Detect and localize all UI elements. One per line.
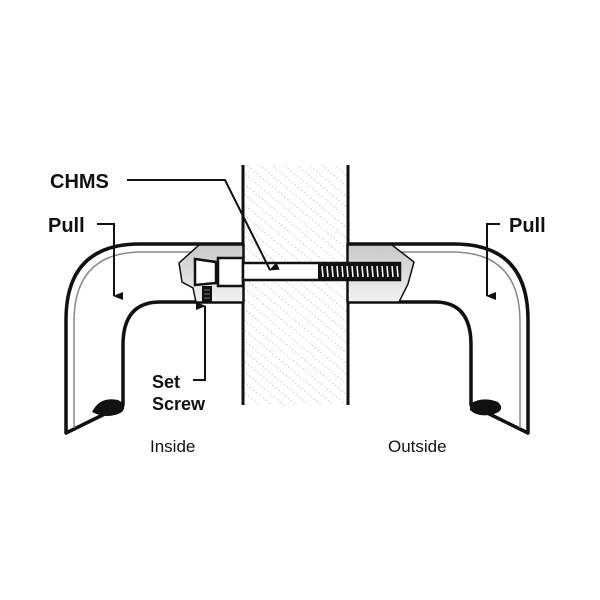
pull-right-label: Pull <box>509 215 546 237</box>
bolt-thread-mark <box>391 265 394 278</box>
left-pull-leader-line <box>97 223 123 300</box>
chms-bolt <box>193 256 402 288</box>
chms-leader-line <box>127 179 280 271</box>
set-screw-label-line1: Set <box>152 372 180 392</box>
bolt-thread-mark <box>326 265 329 278</box>
bolt-thread-mark <box>396 265 399 278</box>
bolt-thread-mark <box>346 265 349 278</box>
door-wall <box>241 165 350 405</box>
bolt-thread-mark <box>356 265 359 278</box>
chms-label: CHMS <box>50 171 109 193</box>
bolt-thread-mark <box>351 265 354 278</box>
right-pull-leader-line <box>486 223 500 300</box>
set-screw <box>202 286 212 302</box>
bolt-thread-mark <box>376 265 379 278</box>
bolt-thread-mark <box>366 265 369 278</box>
bolt-thread-mark <box>371 265 374 278</box>
bolt-thread-mark <box>321 265 324 278</box>
set-screw-label-line2: Screw <box>152 394 206 414</box>
inside-label: Inside <box>150 437 195 456</box>
outside-label: Outside <box>388 437 447 456</box>
bolt-thread-mark <box>361 265 364 278</box>
bolt-thread-mark <box>341 265 344 278</box>
right-pull-cut-end <box>470 399 502 416</box>
bolt-thread-mark <box>336 265 339 278</box>
set-screw-leader-line <box>193 302 206 381</box>
bolt-thread-mark <box>331 265 334 278</box>
bolt-thread-mark <box>381 265 384 278</box>
bolt-thread-mark <box>386 265 389 278</box>
left-pull-cut-end <box>92 399 125 416</box>
pull-left-label: Pull <box>48 215 85 237</box>
